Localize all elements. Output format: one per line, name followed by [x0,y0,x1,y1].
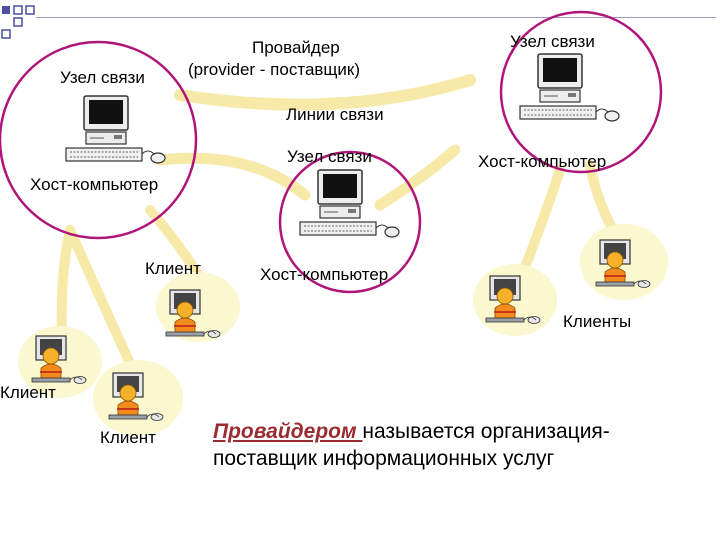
provider-subtitle: (provider - поставщик) [188,60,361,79]
desktop-computer-icon [65,95,166,164]
node-label-left: Узел связи [60,68,145,87]
clients-label-right: Клиенты [563,312,632,331]
corner-squares-decoration [0,0,60,42]
node-label-right: Узел связи [510,32,595,51]
client-label-center: Клиент [145,259,201,278]
lines-label: Линии связи [286,105,384,124]
node-circles [0,10,663,294]
top-rule [36,17,716,18]
definition-term: Провайдером [213,420,363,443]
host-label-center: Хост-компьютер [260,265,389,284]
desktop-computer-icon [519,53,620,122]
host-label-left: Хост-компьютер [30,175,159,194]
provider-definition: Провайдером называется организация-поста… [213,418,713,472]
host-label-right: Хост-компьютер [478,152,607,171]
node-label-center: Узел связи [287,147,372,166]
provider-title: Провайдер [252,38,340,57]
client-label-left-bottom: Клиент [100,428,156,447]
definition-text: называется организация-поставщик информа… [213,420,610,470]
client-label-left-top: Клиент [0,383,56,402]
